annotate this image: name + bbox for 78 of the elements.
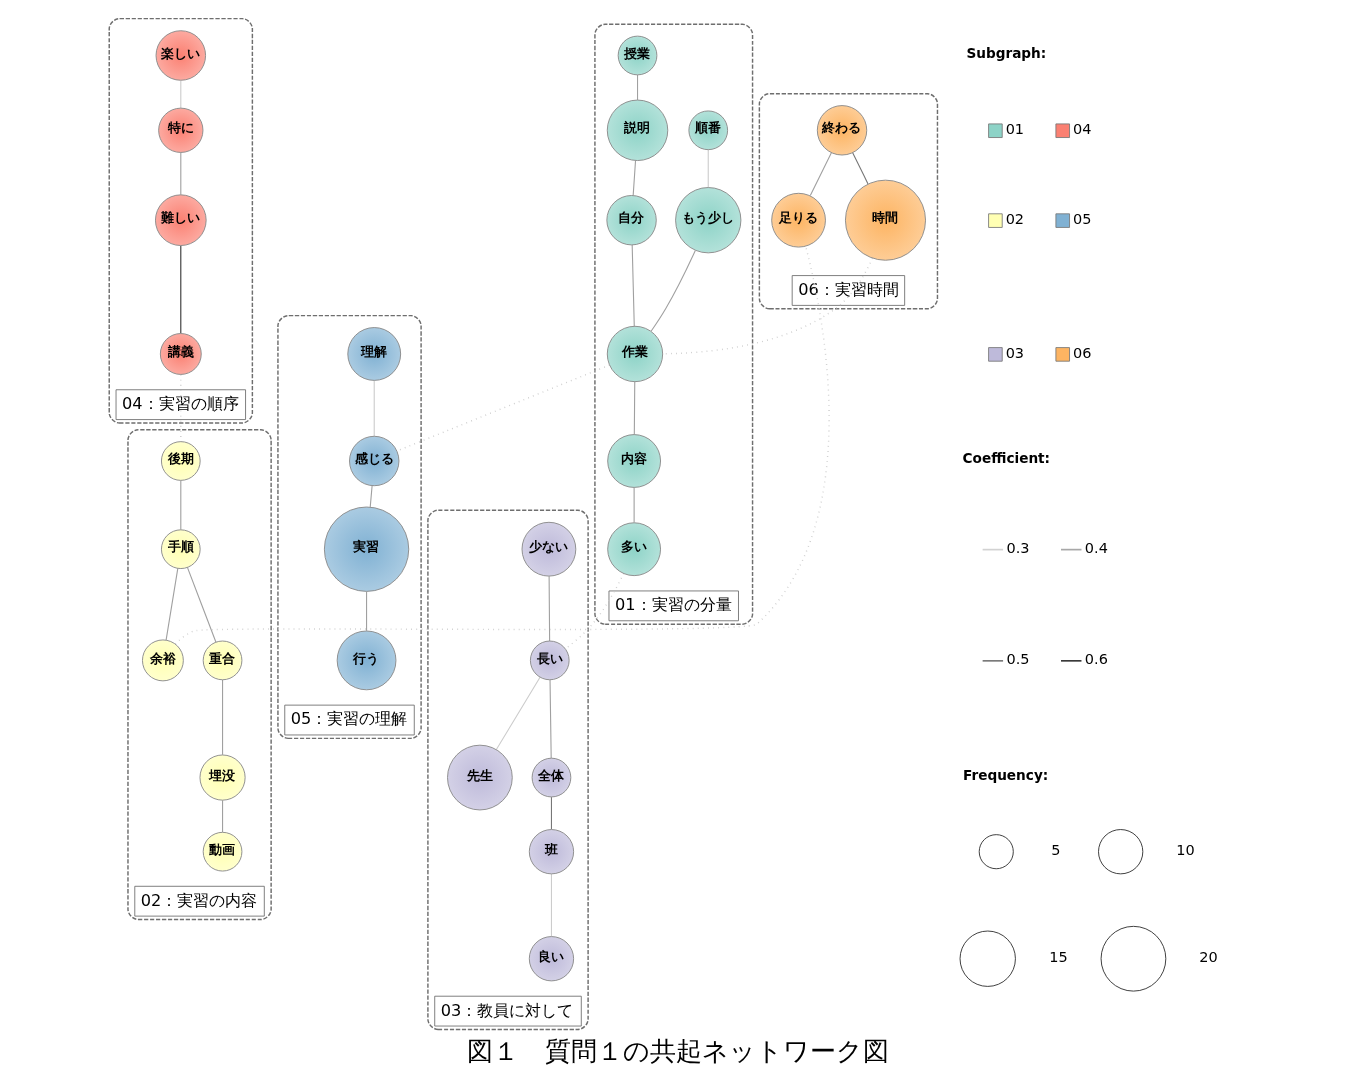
node-circle: 良い [528, 936, 574, 982]
legend-label: 0.5 [1005, 651, 1029, 668]
connector [851, 152, 869, 185]
connector [548, 679, 552, 759]
legend-label: 04 [1072, 121, 1091, 138]
node-circle: もう少し [674, 187, 741, 254]
node-circle: 余裕 [141, 639, 184, 682]
label: Frequency: [962, 766, 1048, 783]
legend-label: 0.3 [1005, 540, 1029, 557]
node-circle: 理解 [346, 327, 401, 381]
node-circle [1100, 925, 1166, 992]
legend-label: 10 [1175, 842, 1195, 859]
connector [165, 567, 178, 641]
node-circle: 特に [157, 107, 203, 153]
connector [179, 245, 181, 334]
connector [495, 676, 541, 751]
node-circle: 先生 [446, 744, 513, 811]
node-circle: 全体 [531, 757, 571, 798]
node-circle: 長い [529, 640, 570, 681]
node-circle: 自分 [605, 195, 657, 246]
node-circle: 多い [606, 522, 661, 577]
connector [633, 381, 635, 435]
connector [186, 566, 217, 643]
connector [221, 799, 223, 833]
legend-label: 20 [1198, 949, 1218, 966]
node-circle [1097, 829, 1143, 875]
legend-label: 15 [1048, 949, 1068, 966]
node-circle: 授業 [617, 35, 657, 76]
legend-label: 03 [1005, 344, 1024, 361]
connector [632, 159, 636, 196]
node-circle [959, 930, 1016, 987]
legend-label: 05 [1072, 211, 1091, 228]
node-circle [978, 834, 1014, 870]
label: Subgraph: [965, 44, 1046, 61]
node-circle: 重合 [202, 640, 242, 681]
legend-label: 0.4 [1084, 540, 1108, 557]
node-circle: 内容 [606, 434, 661, 488]
node-circle: 時間 [844, 179, 926, 261]
legend-label: 01 [1005, 121, 1024, 138]
connector [179, 479, 181, 531]
node-circle: 実習 [323, 506, 409, 592]
connector [373, 380, 375, 437]
node-circle: 説明 [606, 99, 668, 161]
connector [631, 244, 635, 327]
node-circle: 作業 [606, 325, 663, 383]
legend-label: 0.6 [1084, 651, 1108, 668]
legend-label: 5 [1050, 842, 1061, 859]
node-circle: 埋没 [199, 754, 246, 801]
node-circle: 難しい [154, 194, 207, 246]
label: Coefficient: [962, 450, 1050, 467]
connector [548, 575, 550, 642]
legend-label: 02 [1005, 211, 1024, 228]
connector [221, 679, 223, 756]
node-circle: 後期 [160, 441, 201, 481]
connector [179, 151, 181, 196]
node-circle: 講義 [159, 333, 202, 375]
node-circle: 楽しい [155, 30, 206, 81]
legend-label: 06 [1072, 344, 1091, 361]
connector [369, 485, 373, 508]
node-circle: 順番 [687, 110, 728, 151]
connector [650, 249, 696, 332]
node-circle: 動画 [202, 831, 242, 872]
node-circle: 手順 [160, 529, 201, 570]
node-circle: 行う [336, 630, 396, 691]
node-circle: 終わる [816, 105, 867, 156]
node-circle: 少ない [521, 521, 576, 577]
node-circle: 感じる [348, 435, 399, 487]
connector [636, 74, 638, 101]
connector [179, 80, 181, 109]
caption: 図１ 質問１の共起ネットワーク図 [466, 1036, 889, 1067]
connector [809, 152, 832, 197]
connector [633, 487, 635, 524]
connector [365, 590, 367, 632]
node-circle: 班 [528, 829, 574, 875]
connector [550, 873, 552, 937]
connector [550, 796, 552, 830]
node-circle: 足りる [770, 192, 826, 248]
connector [707, 149, 709, 188]
